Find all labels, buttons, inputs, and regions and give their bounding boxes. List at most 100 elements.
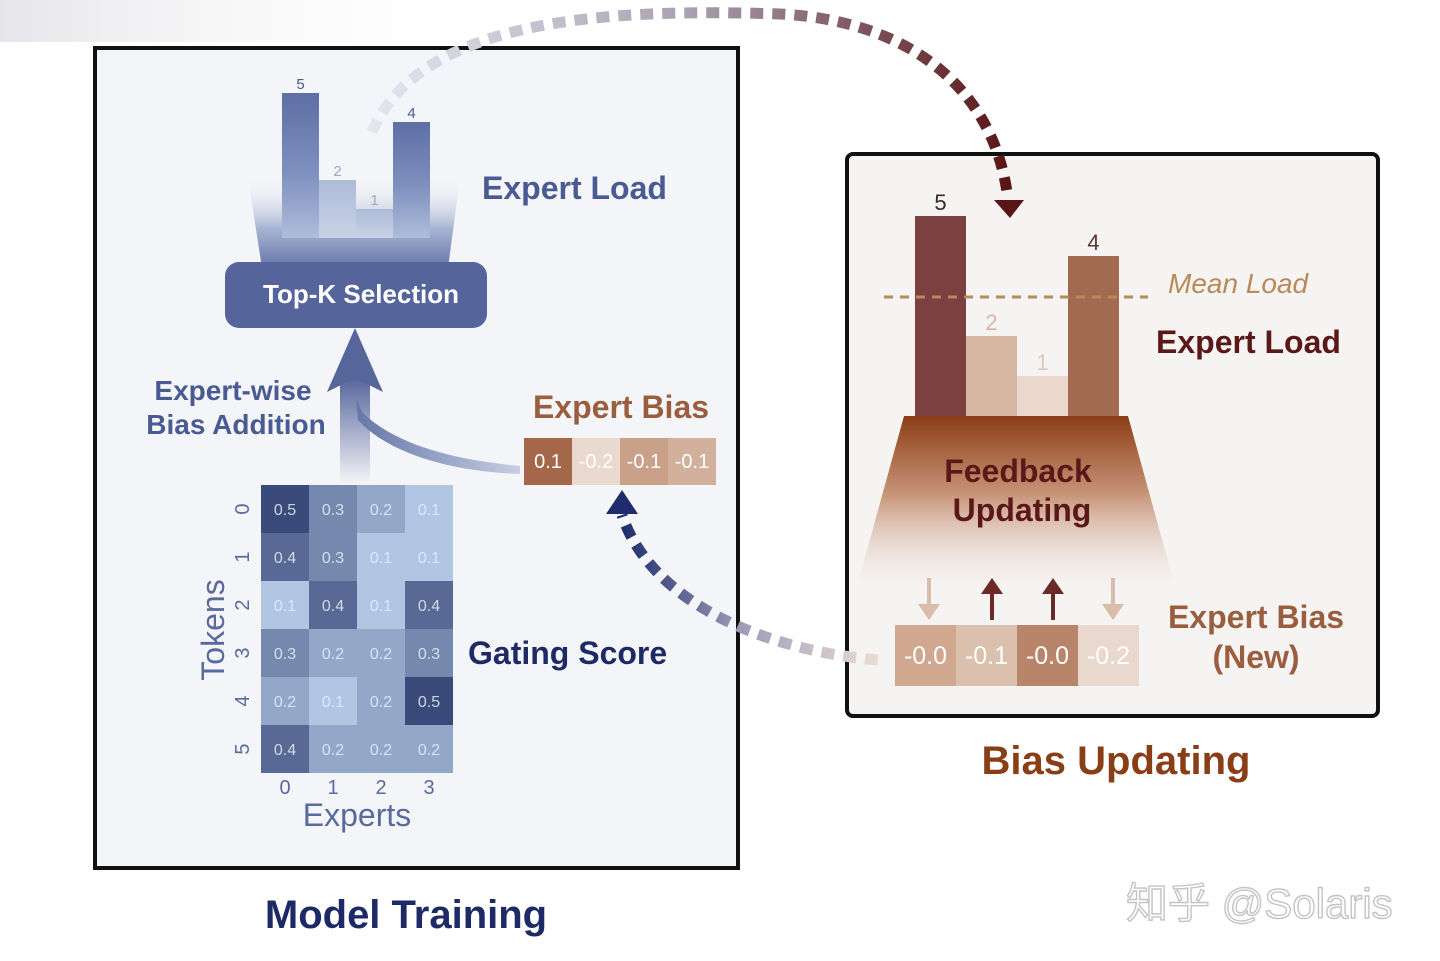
heatmap-cell: [405, 725, 453, 773]
heatmap-cell: [309, 725, 357, 773]
heatmap-cell: [405, 581, 453, 629]
left-load-bar-label: 2: [333, 163, 341, 180]
heatmap-cell: [357, 725, 405, 773]
bottom-arc-connector: [616, 513, 879, 666]
heatmap-cell: [405, 629, 453, 677]
bias-updating-caption: Bias Updating: [982, 739, 1251, 783]
new-bias-cell: [956, 625, 1017, 686]
heatmap-cell-value: 0.5: [274, 502, 296, 519]
new-bias-value: -0.1: [965, 642, 1008, 670]
heatmap-cell-value: 0.1: [418, 550, 440, 567]
heatmap-y-tick: 4: [232, 695, 254, 706]
heatmap-cell: [405, 485, 453, 533]
heatmap-cell: [309, 485, 357, 533]
new-bias-cell: [1017, 625, 1078, 686]
heatmap-cell-value: 0.4: [418, 598, 440, 615]
left-expert-load-bars: 5 2 1 4: [282, 76, 430, 238]
heatmap-x-tick: 2: [375, 777, 386, 799]
heatmap-cell-value: 0.3: [322, 502, 344, 519]
down-arrow-head: [1102, 604, 1124, 620]
expert-bias-value: -0.2: [579, 451, 613, 473]
heatmap-cell-value: 0.3: [274, 646, 296, 663]
new-bias-cell: [895, 625, 956, 686]
heatmap-y-tick: 0: [232, 503, 254, 514]
heatmap-cell-value: 0.1: [322, 694, 344, 711]
feedback-label-line1: Feedback: [944, 453, 1092, 489]
top-arc-arrowhead: [994, 200, 1024, 218]
right-load-bar-label: 5: [934, 190, 946, 215]
right-expert-load-title: Expert Load: [1156, 324, 1341, 360]
topk-selection-box: Top-K Selection: [225, 262, 487, 328]
update-direction-arrows: [918, 578, 1124, 620]
heatmap-cell-value: 0.1: [274, 598, 296, 615]
left-load-bar: [319, 180, 356, 238]
heatmap-cell-value: 0.2: [418, 742, 440, 759]
heatmap-cell: [261, 677, 309, 725]
heatmap-cell: [357, 677, 405, 725]
bias-addition-label-line1: Expert-wise: [154, 375, 311, 406]
heatmap-cell-value: 0.4: [274, 742, 296, 759]
bottom-arc-arrowhead: [606, 490, 638, 514]
heatmap-cell-value: 0.4: [274, 550, 296, 567]
left-load-bar: [356, 209, 393, 238]
heatmap-y-tick: 5: [232, 743, 254, 754]
heatmap-x-tick: 3: [423, 777, 434, 799]
left-load-bar: [393, 122, 430, 238]
expert-bias-cell: [572, 438, 620, 485]
new-bias-cell: [1078, 625, 1139, 686]
heatmap-cell: [405, 677, 453, 725]
heatmap-cell-value: 0.2: [370, 694, 392, 711]
new-bias-value: -0.0: [1026, 642, 1069, 670]
topk-selection-label: Top-K Selection: [263, 279, 459, 309]
heatmap-y-tick: 1: [232, 551, 254, 562]
left-load-bar-label: 4: [407, 105, 415, 122]
new-bias-title-line1: Expert Bias: [1168, 599, 1344, 635]
heatmap-cell-value: 0.3: [322, 550, 344, 567]
heatmap-x-tick: 0: [279, 777, 290, 799]
watermark: 知乎 @Solaris: [1126, 880, 1393, 927]
mean-load-label: Mean Load: [1168, 268, 1310, 299]
expert-bias-cell: [524, 438, 572, 485]
heatmap-cell-value: 0.2: [370, 742, 392, 759]
heatmap-cell-value: 0.3: [418, 646, 440, 663]
heatmap-x-tick: 1: [327, 777, 338, 799]
heatmap-cell: [309, 629, 357, 677]
heatmap-cell: [357, 629, 405, 677]
right-load-bar-label: 2: [985, 310, 997, 335]
heatmap-cell: [309, 533, 357, 581]
gating-score-title: Gating Score: [468, 635, 667, 671]
feedback-funnel: [856, 416, 1176, 590]
heatmap-cell-value: 0.2: [274, 694, 296, 711]
heatmap-ticks: 0 1 2 3 0 1 2 3 4 5: [232, 503, 435, 799]
heatmap-y-tick: 2: [232, 599, 254, 610]
heatmap-cell-value: 0.5: [418, 694, 440, 711]
bias-addition-label-line2: Bias Addition: [146, 409, 325, 440]
right-expert-load-bars: 5 2 1 4: [915, 190, 1119, 416]
top-shading: [0, 0, 520, 42]
up-arrow-head: [1042, 578, 1064, 594]
heatmap-y-tick: 3: [232, 647, 254, 658]
heatmap-y-label: Tokens: [195, 579, 231, 680]
expert-bias-value: -0.1: [627, 451, 661, 473]
bias-addition-up-arrow: [327, 328, 383, 484]
heatmap-cell-value: 0.4: [322, 598, 344, 615]
expert-bias-value: -0.1: [675, 451, 709, 473]
expert-bias-title: Expert Bias: [533, 389, 709, 425]
expert-bias-cell: [668, 438, 716, 485]
left-load-bar-label: 1: [370, 192, 378, 209]
right-load-bar-label: 4: [1087, 230, 1099, 255]
bias-merge-arrow: [356, 398, 520, 474]
left-load-bar: [282, 93, 319, 238]
feedback-label-line2: Updating: [953, 492, 1092, 528]
model-training-caption: Model Training: [265, 893, 547, 937]
left-load-bar-label: 5: [296, 76, 304, 93]
expert-bias-cells: 0.1 -0.2 -0.1 -0.1: [524, 438, 716, 485]
expert-bias-value: 0.1: [534, 451, 562, 473]
heatmap-cell-value: 0.1: [370, 598, 392, 615]
right-load-bar: [915, 216, 966, 416]
heatmap-cell: [309, 581, 357, 629]
right-load-bar-label: 1: [1036, 350, 1048, 375]
new-bias-title-line2: (New): [1212, 639, 1299, 675]
heatmap-cell: [405, 533, 453, 581]
